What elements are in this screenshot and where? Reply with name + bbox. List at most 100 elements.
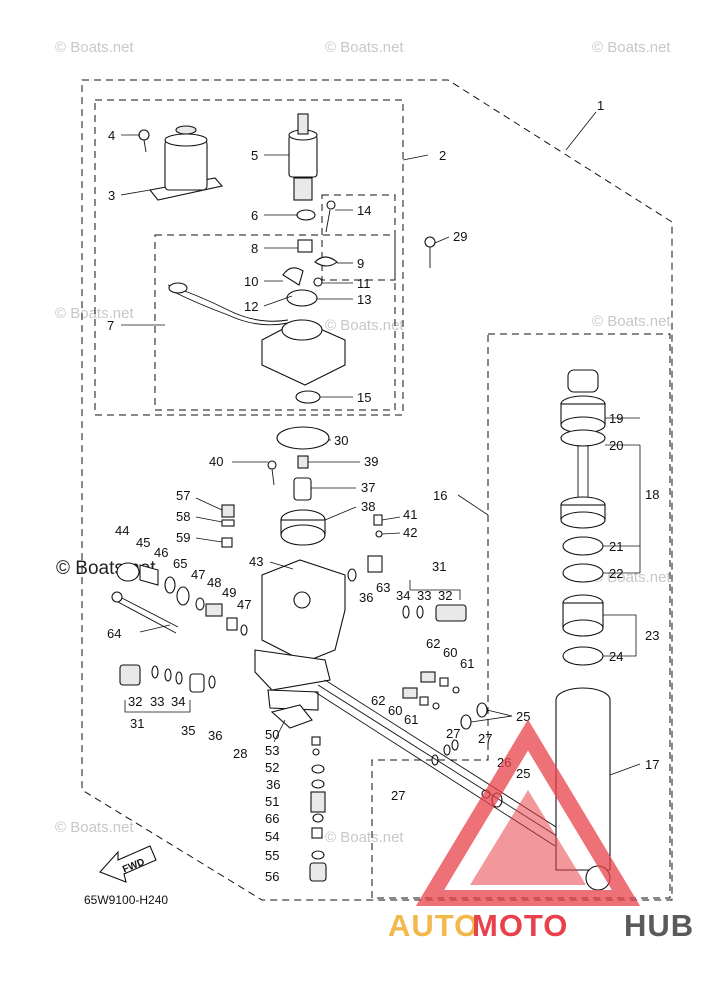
motor-sub-outline	[154, 234, 396, 411]
leader-42	[381, 532, 401, 535]
oring-34b	[164, 668, 172, 682]
label-15: 15	[357, 390, 371, 405]
assembly-outline	[81, 79, 673, 901]
label-44: 44	[115, 523, 129, 538]
label-12: 12	[244, 299, 258, 314]
label-24: 24	[609, 649, 623, 664]
pump-housing-port	[293, 591, 311, 609]
oring-25b	[460, 714, 472, 730]
label-50: 50	[265, 727, 279, 742]
label-32-a: 32	[438, 588, 452, 603]
motor-housing	[164, 139, 208, 191]
label-40: 40	[209, 454, 223, 469]
label-34-a: 34	[396, 588, 410, 603]
spring-11	[313, 277, 323, 287]
label-22: 22	[609, 566, 623, 581]
leader-57	[195, 497, 223, 511]
watermark: © Boats.net	[592, 39, 671, 56]
label-13: 13	[357, 292, 371, 307]
oring-21	[562, 536, 604, 556]
oring-33b	[151, 665, 159, 679]
oring-55	[311, 850, 325, 860]
watermark: © Boats.net	[325, 39, 404, 56]
label-32-b: 32	[128, 694, 142, 709]
piston-bottom	[560, 511, 606, 529]
oring-33	[416, 605, 424, 619]
oring-66	[312, 813, 324, 823]
brush-holder-10	[282, 267, 304, 286]
logo-triangle-icon	[415, 719, 641, 906]
spring-51	[310, 791, 326, 813]
oring-34c	[175, 671, 183, 685]
oring-47a	[195, 597, 205, 611]
logo-text-moto: MOTO	[472, 908, 568, 943]
label-38: 38	[361, 499, 375, 514]
watermark: © Boats.net	[55, 39, 134, 56]
spring-39	[297, 455, 309, 469]
label-39: 39	[364, 454, 378, 469]
armature-shaft	[297, 113, 309, 135]
oring-65	[176, 586, 190, 606]
watermark: © Boats.net	[325, 317, 404, 334]
spring-57	[221, 504, 235, 518]
label-34-b: 34	[171, 694, 185, 709]
watermark: © Boats.net	[55, 819, 134, 836]
fwd-arrow: FWD	[99, 845, 157, 883]
washer-6	[296, 209, 316, 221]
motor-parts	[138, 113, 436, 404]
motor-base-boss	[281, 319, 323, 341]
leader-28	[273, 719, 286, 743]
label-61-a: 61	[460, 656, 474, 671]
label-51: 51	[265, 794, 279, 809]
label-60-a: 60	[443, 645, 457, 660]
label-8: 8	[251, 241, 258, 256]
label-1: 1	[597, 98, 604, 113]
screw-4-shank	[143, 139, 147, 153]
label-52: 52	[265, 760, 279, 775]
spring-62b	[402, 687, 418, 699]
label-27-a: 27	[446, 726, 460, 741]
valve-32b	[119, 664, 141, 686]
label-30: 30	[334, 433, 348, 448]
bolt-64b	[117, 601, 177, 634]
seat-59	[221, 537, 233, 548]
oring-30	[276, 426, 330, 450]
label-65: 65	[173, 556, 187, 571]
cap-23-bottom	[562, 619, 604, 637]
watermark: © Boats.net	[592, 313, 671, 330]
leaders	[120, 111, 641, 776]
plunger-54	[311, 827, 323, 839]
label-53: 53	[265, 743, 279, 758]
label-66: 66	[265, 811, 279, 826]
label-29: 29	[453, 229, 467, 244]
label-16: 16	[433, 488, 447, 503]
label-27-c: 27	[391, 788, 405, 803]
label-23: 23	[645, 628, 659, 643]
bolt-64-head	[111, 591, 123, 603]
label-6: 6	[251, 208, 258, 223]
oring-52	[311, 764, 325, 774]
label-37: 37	[361, 480, 375, 495]
screw-40-shank	[271, 468, 275, 486]
leader-23	[603, 614, 637, 657]
cylinder-parts	[555, 369, 611, 891]
label-47-a: 47	[191, 567, 205, 582]
label-56: 56	[265, 869, 279, 884]
valve-45	[139, 564, 159, 586]
leader-16	[457, 494, 489, 516]
armature	[288, 134, 318, 178]
oring-15	[295, 390, 321, 404]
part-50	[311, 736, 321, 746]
ball-61a	[452, 686, 460, 694]
leader-2	[402, 154, 429, 161]
plunger-49	[226, 617, 238, 631]
label-33-a: 33	[417, 588, 431, 603]
oring-47b	[240, 624, 248, 636]
label-42: 42	[403, 525, 417, 540]
oring-20	[560, 429, 606, 447]
motor-housing-top	[164, 133, 208, 147]
oring-24	[562, 646, 604, 666]
valve-32	[435, 604, 467, 622]
label-55: 55	[265, 848, 279, 863]
leader-31b	[124, 700, 191, 713]
